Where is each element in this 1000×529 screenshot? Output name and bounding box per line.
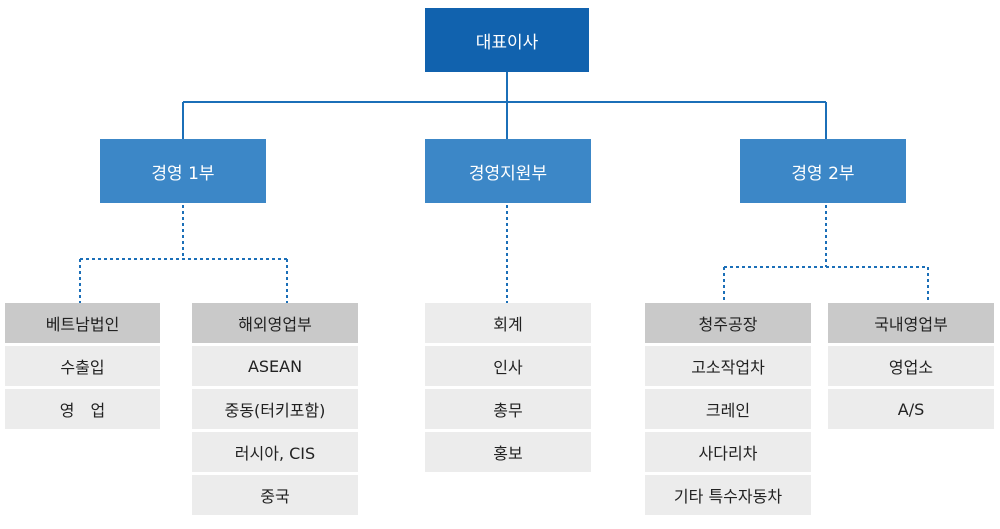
unit-item: 영업소 — [828, 346, 994, 386]
unit-item: 사다리차 — [645, 432, 811, 472]
unit-cheongju: 청주공장 고소작업차 크레인 사다리차 기타 특수자동차 — [645, 303, 811, 518]
unit-item: 중국 — [192, 475, 358, 515]
unit-item: 크레인 — [645, 389, 811, 429]
dept-management-1: 경영 1부 — [100, 139, 266, 203]
unit-item: 인사 — [425, 346, 591, 386]
ceo-label: 대표이사 — [475, 32, 539, 53]
ceo-box: 대표이사 — [425, 8, 589, 72]
unit-item: 총무 — [425, 389, 591, 429]
unit-item: A/S — [828, 389, 994, 429]
unit-item: 기타 특수자동차 — [645, 475, 811, 515]
unit-head: 국내영업부 — [828, 303, 994, 343]
dept-management-support: 경영지원부 — [425, 139, 591, 203]
unit-vietnam: 베트남법인 수출입 영 업 — [5, 303, 160, 432]
unit-head: 해외영업부 — [192, 303, 358, 343]
unit-item: ASEAN — [192, 346, 358, 386]
unit-head: 청주공장 — [645, 303, 811, 343]
dept-label: 경영지원부 — [468, 163, 548, 184]
unit-item: 영 업 — [5, 389, 160, 429]
unit-item: 홍보 — [425, 432, 591, 472]
unit-item: 고소작업차 — [645, 346, 811, 386]
unit-item: 러시아, CIS — [192, 432, 358, 472]
dept-label: 경영 2부 — [791, 163, 855, 184]
unit-item: 회계 — [425, 303, 591, 343]
unit-support: 회계 인사 총무 홍보 — [425, 303, 591, 475]
dept-label: 경영 1부 — [151, 163, 215, 184]
unit-overseas: 해외영업부 ASEAN 중동(터키포함) 러시아, CIS 중국 — [192, 303, 358, 518]
unit-domestic: 국내영업부 영업소 A/S — [828, 303, 994, 432]
dept-management-2: 경영 2부 — [740, 139, 906, 203]
unit-item: 수출입 — [5, 346, 160, 386]
unit-item: 중동(터키포함) — [192, 389, 358, 429]
unit-head: 베트남법인 — [5, 303, 160, 343]
